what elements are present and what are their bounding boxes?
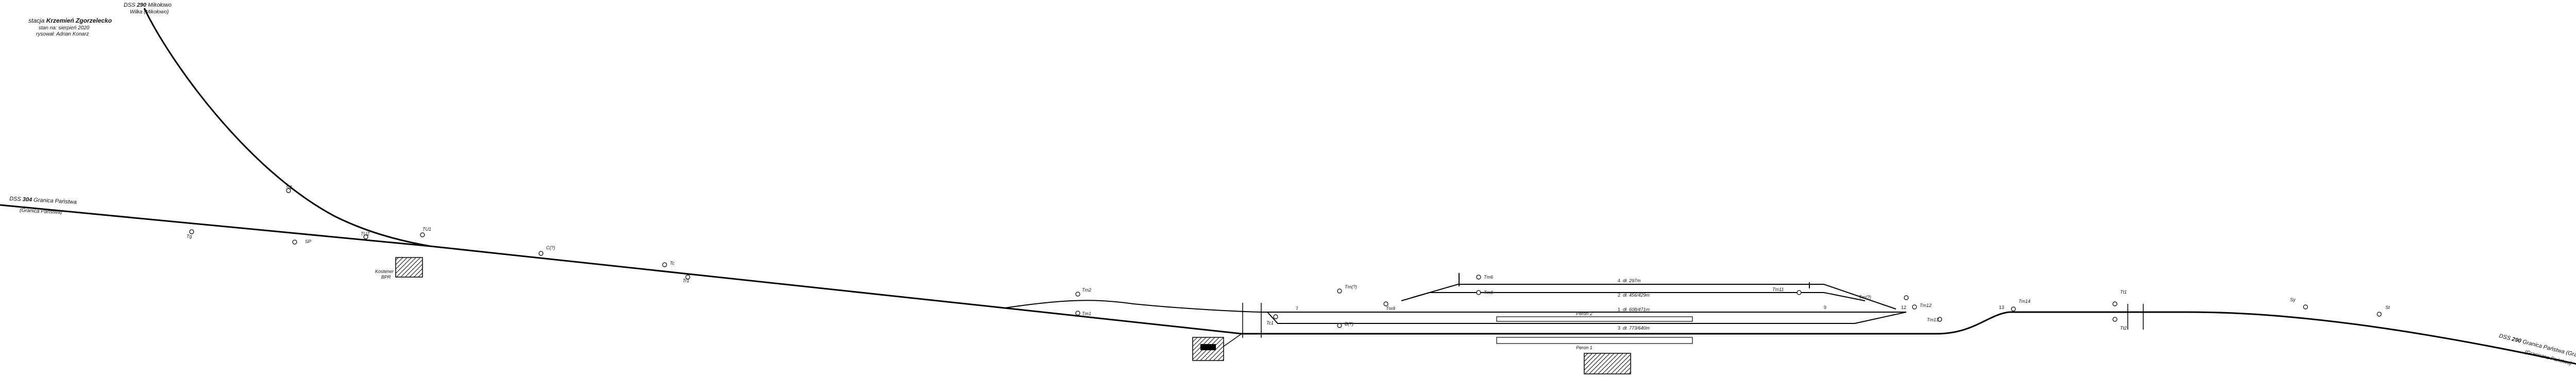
track-4-length: dł. 297m [1623, 278, 1641, 283]
signal-tm12: Tm12 [1912, 303, 1931, 310]
svg-text:Tm2: Tm2 [1082, 287, 1091, 293]
header-line2: Wilka (Mikołowo) [130, 9, 168, 15]
mainline-left [0, 204, 1005, 309]
switch-12: 12 [1901, 305, 1906, 310]
signal-sz: SZ [286, 185, 292, 193]
header-block: DSS 290 Mikołowo Wilka (Mikołowo) [124, 2, 172, 15]
signal-a: Tm(?) [1337, 284, 1357, 294]
svg-text:Tm8: Tm8 [1484, 290, 1493, 295]
signal-b: B(?) [1337, 321, 1353, 328]
svg-text:Tm14: Tm14 [2019, 299, 2030, 304]
svg-text:Tm(?): Tm(?) [1859, 295, 1871, 300]
switch-numbers: 7 9 12 13 [1296, 305, 2004, 311]
svg-text:B(?): B(?) [1345, 321, 1353, 327]
track-1-number: 1 [1618, 307, 1620, 312]
svg-text:Tc1: Tc1 [1266, 320, 1274, 325]
signal-tm2: Tm2 [1075, 287, 1091, 297]
station-track-1 [1004, 300, 1906, 313]
signal-tt1: Tt1 [2112, 289, 2127, 306]
signal-tm1: Tm1 [1075, 311, 1091, 316]
legend-block: stacja Krzemień Zgorzelecko stan na: sie… [28, 17, 112, 37]
signal-tuz: TUZ [361, 231, 370, 239]
peron-1 [1496, 337, 1693, 344]
svg-text:TU1: TU1 [422, 227, 431, 232]
signal-tm13: Tm13 [1927, 317, 1942, 322]
branch-track-north [143, 8, 431, 247]
svg-text:C(?): C(?) [546, 245, 555, 250]
peron-2 [1496, 316, 1693, 322]
track-3-length: dł. 773/640m [1623, 325, 1650, 331]
tracks [0, 8, 2576, 365]
svg-text:Tm9: Tm9 [1386, 306, 1395, 311]
track-3-number: 3 [1618, 325, 1620, 331]
signal-tm9: Tm9 [1383, 301, 1395, 311]
switch-13: 13 [1999, 305, 2004, 310]
signal-st: St [2377, 305, 2390, 317]
signal-tc1: Tc1 [1266, 314, 1278, 325]
svg-text:Tt2: Tt2 [2120, 325, 2127, 331]
svg-text:Tm13: Tm13 [1927, 317, 1939, 322]
line-left-label: DSS 304 Granica Państwa (Granica Państwa… [9, 196, 77, 215]
signal-tm14: Tm14 [2011, 299, 2030, 312]
signal-box-plate [1200, 344, 1216, 350]
crossing-marks [1242, 273, 2144, 338]
legend-status: stan na: sierpień 2020 [39, 25, 90, 31]
svg-text:Tc: Tc [670, 261, 675, 266]
signal-tm6: Tm6 [1476, 275, 1493, 280]
svg-text:Tr1: Tr1 [683, 278, 689, 283]
kostiner-building [395, 257, 423, 278]
track-2-number: 2 [1618, 293, 1620, 298]
svg-text:St: St [2385, 305, 2390, 310]
kostiner-sub: BPR [381, 275, 391, 280]
legend-station: stacja Krzemień Zgorzelecko [28, 17, 112, 24]
signal-tm8: Tm8 [1476, 290, 1493, 295]
station-track-2 [1401, 292, 1866, 301]
kostiner-label: Kostener [375, 269, 394, 274]
peron-2-label: Peron 2 [1576, 311, 1592, 316]
signal-sy: Sy [2290, 297, 2308, 310]
signal-c: C(?) [538, 245, 555, 256]
station-building [1584, 353, 1631, 374]
svg-text:Sy: Sy [2290, 297, 2296, 302]
signal-tr1: Tr1 [683, 275, 690, 283]
svg-text:SP: SP [305, 239, 311, 244]
line-left-title: DSS 304 Granica Państwa [9, 196, 77, 205]
signal-tg: Tg [187, 229, 194, 239]
peron-1-label: Peron 1 [1576, 345, 1592, 350]
header-line1: DSS 290 Mikołowo [124, 2, 172, 8]
svg-text:TUZ: TUZ [361, 231, 370, 236]
svg-text:Tm11: Tm11 [1772, 287, 1784, 292]
svg-text:Tm6: Tm6 [1484, 275, 1493, 280]
legend-author: rysował: Adrian Konarz [36, 31, 89, 37]
track-annotations: 4 dł. 297m 2 dł. 456/429m 1 dł. 608/471m… [1618, 278, 1650, 331]
signal-tm11: Tm11 [1772, 287, 1802, 295]
signal-tc: Tc [662, 261, 675, 267]
switch-9: 9 [1824, 305, 1826, 310]
svg-text:SZ: SZ [286, 185, 292, 190]
line-right-title: DSS 290 Granica Państwa (Graniczne) [2498, 333, 2576, 363]
mainline-main [1004, 307, 2576, 365]
station-track-3 [1267, 312, 1907, 324]
track-4-number: 4 [1618, 278, 1620, 283]
track-1-length: dł. 608/471m [1623, 307, 1650, 312]
svg-text:Tt1: Tt1 [2120, 289, 2127, 295]
platforms: Peron 2 Peron 1 Kostener BPR [375, 257, 1693, 374]
signal-sp: SP [292, 239, 311, 245]
svg-text:Tm12: Tm12 [1920, 303, 1931, 308]
svg-text:Tg: Tg [187, 234, 192, 239]
switch-7: 7 [1296, 306, 1298, 311]
svg-text:Tm1: Tm1 [1082, 311, 1091, 316]
signal-d: Tm(?) [1859, 295, 1909, 300]
track-2-length: dł. 456/429m [1623, 293, 1650, 298]
station-track-4 [1411, 284, 1896, 310]
svg-text:Tm(?): Tm(?) [1345, 284, 1357, 289]
signal-tt2: Tt2 [2112, 317, 2127, 331]
signal-tu1: TU1 [420, 227, 431, 237]
signals: Tm2 Tm1 Tm6 Tm8 Tm12 Tm14 Tm11 Tm9 [187, 185, 2390, 331]
